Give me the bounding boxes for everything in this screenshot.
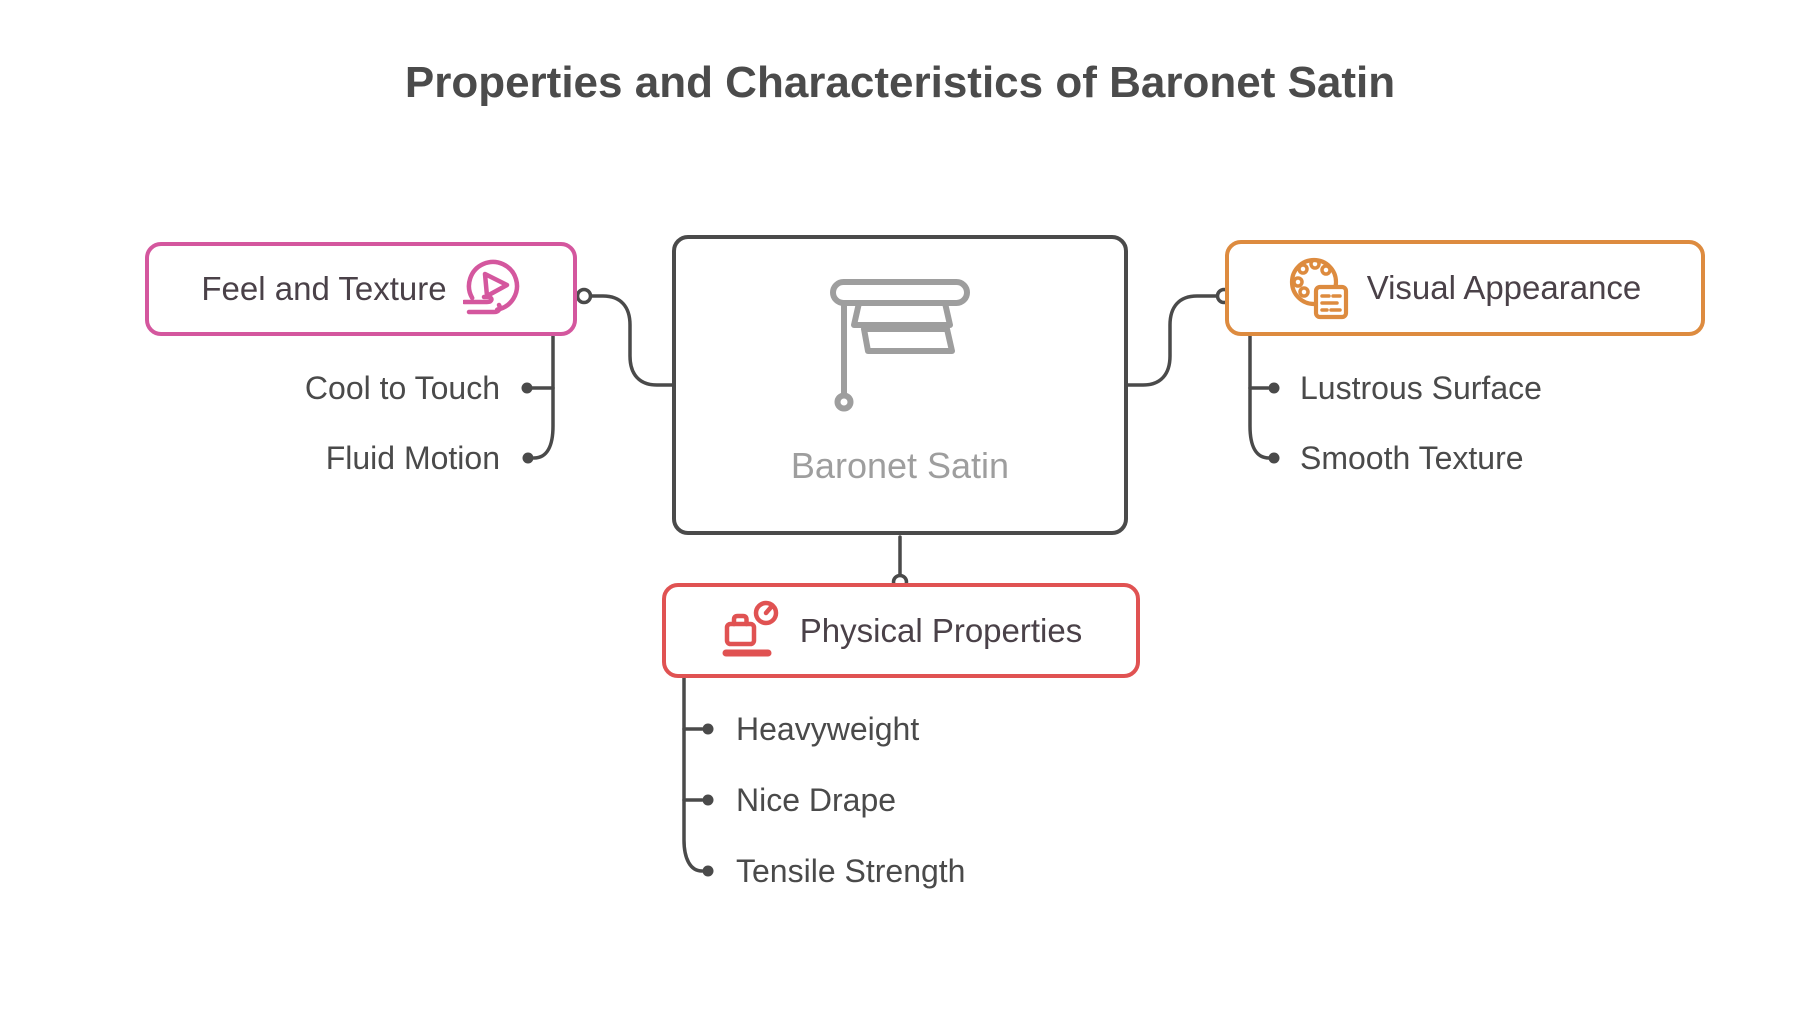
physical-item-nice-drape: Nice Drape: [736, 782, 897, 818]
touch-gesture-icon: [462, 259, 519, 315]
center-node-baronet-satin: Baronet Satin: [672, 235, 1128, 535]
branch-label-visual: Visual Appearance: [1366, 269, 1642, 306]
branch-node-feel-and-texture: Feel and Texture: [145, 242, 577, 336]
feel-item-cool-to-touch: Cool to Touch: [304, 370, 500, 406]
connector-center-to-physical: [891, 535, 909, 591]
branch-node-visual-appearance: Visual Appearance: [1225, 240, 1705, 336]
connector-port-feel: [575, 287, 593, 305]
branch-node-physical-properties: Physical Properties: [662, 583, 1140, 678]
connector-feel-to-center: [575, 287, 674, 387]
feel-item-fluid-motion: Fluid Motion: [325, 440, 500, 476]
luggage-scale-icon: [722, 600, 779, 656]
connector-center-to-visual: [1126, 287, 1233, 387]
visual-item-smooth-texture: Smooth Texture: [1300, 440, 1524, 476]
center-node-label: Baronet Satin: [790, 445, 1010, 486]
window-blind-icon: [830, 279, 970, 412]
physical-item-heavyweight: Heavyweight: [736, 711, 920, 747]
connector-physical-items: [682, 676, 714, 877]
physical-item-tensile-strength: Tensile Strength: [736, 853, 966, 889]
branch-label-feel: Feel and Texture: [201, 270, 447, 307]
visual-item-lustrous-surface: Lustrous Surface: [1300, 370, 1542, 406]
diagram-title: Properties and Characteristics of Barone…: [404, 58, 1396, 107]
connector-visual-items: [1248, 334, 1280, 464]
palette-icon: [1289, 257, 1348, 320]
branch-label-physical: Physical Properties: [799, 611, 1083, 649]
connector-feel-items: [521, 334, 555, 464]
